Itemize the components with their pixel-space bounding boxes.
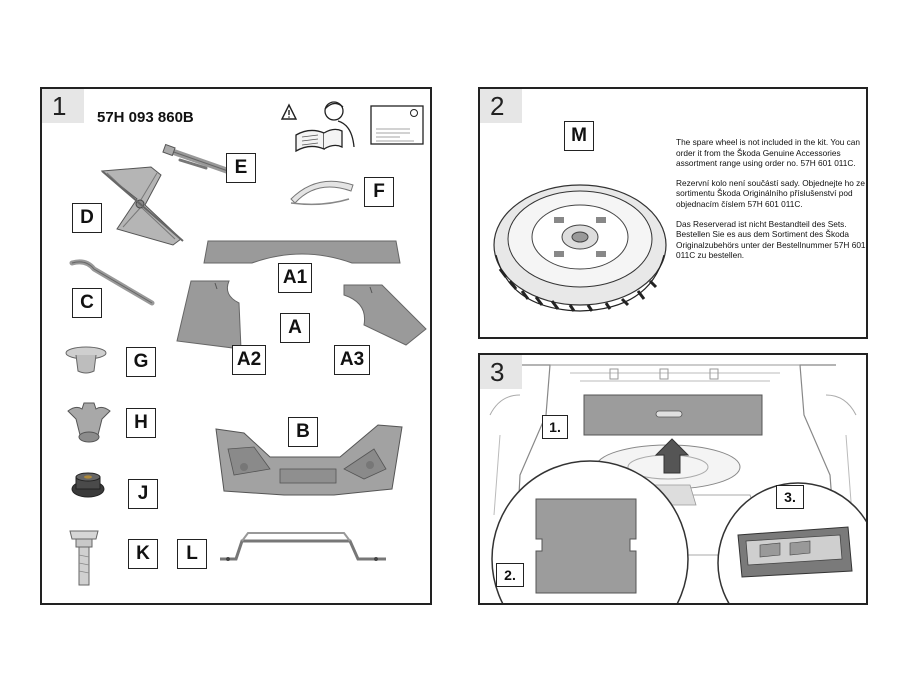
spare-wheel-illustration [493,184,667,312]
bolt-illustration [69,530,99,586]
label-h: H [126,408,156,438]
nut-illustration [71,472,105,498]
label-m: M [564,121,594,151]
panel-installation: 3 1. 2. 3. [478,353,868,605]
label-b: B [288,417,318,447]
step-2-label: 2. [496,563,524,587]
label-a: A [280,313,310,343]
label-k: K [128,539,158,569]
label-j: J [128,479,158,509]
panel-number: 2 [480,89,522,123]
panel-number: 3 [480,355,522,389]
notice-en: The spare wheel is not included in the k… [676,137,861,169]
bracket-illustration [220,532,386,561]
panel-number: 1 [42,89,84,123]
panel-spare-wheel: 2 M The spare wheel is not included in t… [478,87,868,339]
label-a2: A2 [232,345,266,375]
info-card-icon [370,105,424,145]
label-a1: A1 [278,263,312,293]
read-manual-icon [280,101,355,153]
label-g: G [126,347,156,377]
cap-illustration [65,346,107,374]
trunk-installation-illustration [489,364,866,603]
label-c: C [72,288,102,318]
floor-panel-a1-illustration [203,240,401,264]
scissor-jack-illustration [100,166,184,246]
label-a3: A3 [334,345,370,375]
step-1-label: 1. [542,415,568,439]
wing-nut-illustration [67,402,111,443]
spare-wheel-notice: The spare wheel is not included in the k… [676,137,866,270]
floor-panel-a3-illustration [343,284,427,346]
part-number: 57H 093 860B [97,109,194,126]
floor-panel-a2-illustration [176,280,242,350]
label-e: E [226,153,256,183]
step-3-label: 3. [776,485,804,509]
tool-tray-illustration [215,424,403,496]
rod-illustration [69,259,155,306]
label-l: L [177,539,207,569]
panel-kit-contents: 1 57H 093 860B D E [40,87,432,605]
notice-cz: Rezervní kolo není součástí sady. Objedn… [676,177,865,209]
notice-de: Das Reserverad ist nicht Bestandteil des… [676,218,866,261]
label-d: D [72,203,102,233]
strap-illustration [290,180,354,206]
label-f: F [364,177,394,207]
